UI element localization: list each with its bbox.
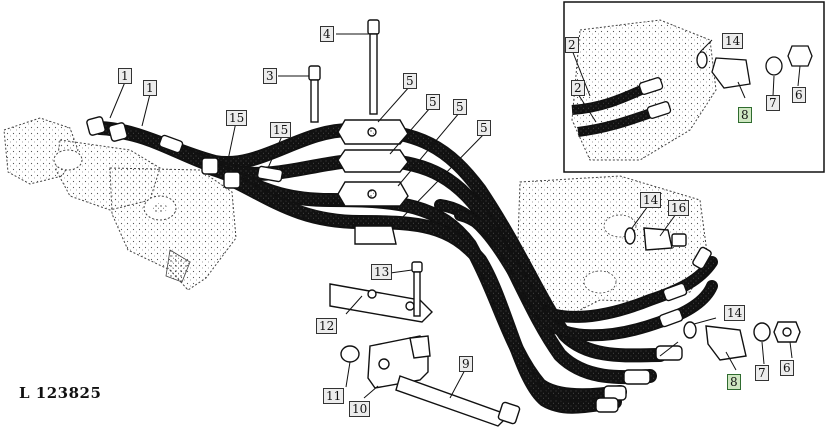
callout-5: 5 bbox=[477, 120, 491, 136]
callout-3: 3 bbox=[263, 68, 277, 84]
callout-5: 5 bbox=[403, 73, 417, 89]
leader-lines bbox=[109, 33, 801, 399]
callout-7: 7 bbox=[766, 95, 780, 111]
callout-2: 2 bbox=[565, 37, 579, 53]
elbow-fittings bbox=[624, 227, 801, 361]
inset-detail bbox=[563, 1, 825, 173]
left-valve-housing bbox=[3, 117, 237, 291]
callout-5: 5 bbox=[426, 94, 440, 110]
callout-5: 5 bbox=[453, 99, 467, 115]
callout-15: 15 bbox=[270, 122, 292, 138]
callout-2: 2 bbox=[571, 80, 585, 96]
callout-11: 11 bbox=[323, 388, 345, 404]
callout-14: 14 bbox=[722, 33, 744, 49]
callout-6: 6 bbox=[780, 360, 794, 376]
callout-12: 12 bbox=[316, 318, 338, 334]
callout-14: 14 bbox=[724, 305, 746, 321]
callout-8: 8 bbox=[738, 107, 752, 123]
callout-4: 4 bbox=[320, 26, 334, 42]
callout-1: 1 bbox=[118, 68, 132, 84]
callout-13: 13 bbox=[371, 264, 393, 280]
callout-15: 15 bbox=[226, 110, 248, 126]
callout-14: 14 bbox=[640, 192, 662, 208]
hose-clamps bbox=[337, 119, 409, 245]
callout-7: 7 bbox=[755, 365, 769, 381]
callout-10: 10 bbox=[349, 401, 371, 417]
callout-8: 8 bbox=[727, 374, 741, 390]
mounting-bracket bbox=[329, 261, 521, 427]
callout-6: 6 bbox=[792, 87, 806, 103]
drawing-number: L 123825 bbox=[19, 384, 102, 402]
clamp-bolts bbox=[308, 19, 380, 123]
callout-1: 1 bbox=[143, 80, 157, 96]
callout-9: 9 bbox=[459, 356, 473, 372]
hose-fittings bbox=[86, 116, 712, 413]
hose-set bbox=[93, 121, 718, 414]
callout-16: 16 bbox=[668, 200, 690, 216]
